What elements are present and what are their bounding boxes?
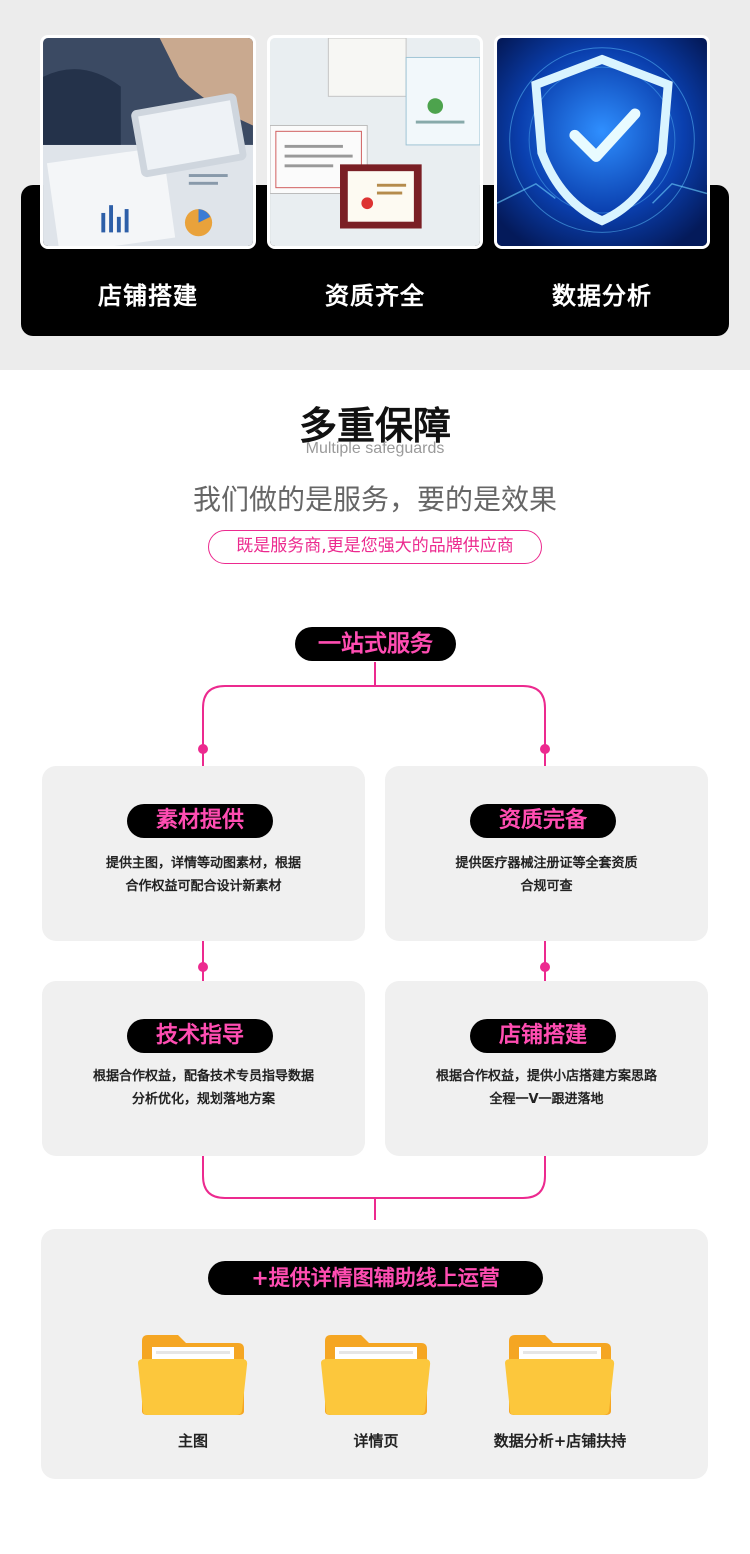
banner-label-data-analysis: 数据分析: [552, 282, 652, 310]
card-technical-guidance: 技术指导 根据合作权益，配备技术专员指导数据 分析优化，规划落地方案: [42, 981, 365, 1156]
card-store-setup: 店铺搭建 根据合作权益，提供小店搭建方案思路 全程一V一跟进落地: [385, 981, 708, 1156]
card-description-line: 根据合作权益，提供小店搭建方案思路: [435, 1069, 657, 1084]
business-meeting-image: [40, 35, 256, 249]
card-qualifications: 资质完备 提供医疗器械注册证等全套资质 合规可查: [385, 766, 708, 941]
shield-icon: [497, 38, 707, 246]
banner-label-qualifications: 资质齐全: [325, 282, 425, 310]
banner-label-store-setup: 店铺搭建: [98, 282, 198, 310]
card-description-line: 合规可查: [520, 879, 573, 894]
section-title: 多重保障: [298, 404, 451, 448]
certificates-image: [267, 35, 483, 249]
folder-icon: [321, 1335, 431, 1415]
security-shield-image: [494, 35, 710, 249]
tagline-pill: 既是服务商,更是您强大的品牌供应商: [208, 530, 542, 564]
card-description-line: 提供医疗器械注册证等全套资质: [455, 856, 638, 871]
card-description: 根据合作权益，提供小店搭建方案思路 全程一V一跟进落地: [405, 1065, 688, 1111]
card-title: 素材提供: [127, 804, 273, 838]
slogan: 我们做的是服务，要的是效果: [192, 483, 557, 516]
card-description-line: 合作权益可配合设计新素材: [125, 879, 282, 894]
detail-assets-panel: +提供详情图辅助线上运营 主图 详情页 数据分析+店铺扶持: [41, 1229, 708, 1479]
certificates-illustration: [270, 38, 480, 246]
card-description-line: 分析优化，规划落地方案: [131, 1092, 275, 1107]
folder-label-detail-page: 详情页: [353, 1432, 399, 1450]
business-meeting-illustration: [43, 38, 253, 246]
card-description-line: 根据合作权益，配备技术专员指导数据: [92, 1069, 314, 1084]
card-title: 店铺搭建: [470, 1019, 616, 1053]
section-subtitle: Multiple safeguards: [305, 440, 445, 457]
folder-icon: [138, 1335, 248, 1415]
folder-label-data-store-support: 数据分析+店铺扶持: [493, 1432, 627, 1450]
card-description: 提供医疗器械注册证等全套资质 合规可查: [405, 852, 688, 898]
card-description: 根据合作权益，配备技术专员指导数据 分析优化，规划落地方案: [62, 1065, 345, 1111]
card-title: 技术指导: [127, 1019, 273, 1053]
folder-label-main-image: 主图: [177, 1432, 208, 1450]
card-description: 提供主图，详情等动图素材，根据 合作权益可配合设计新素材: [62, 852, 345, 898]
detail-assets-title: +提供详情图辅助线上运营: [208, 1261, 543, 1295]
card-description-line: 提供主图，详情等动图素材，根据: [105, 856, 301, 871]
card-description-line: 全程一V一跟进落地: [489, 1092, 604, 1107]
folder-icon: [505, 1335, 615, 1415]
card-title: 资质完备: [470, 804, 616, 838]
one-stop-service-pill: 一站式服务: [295, 627, 456, 661]
card-materials: 素材提供 提供主图，详情等动图素材，根据 合作权益可配合设计新素材: [42, 766, 365, 941]
